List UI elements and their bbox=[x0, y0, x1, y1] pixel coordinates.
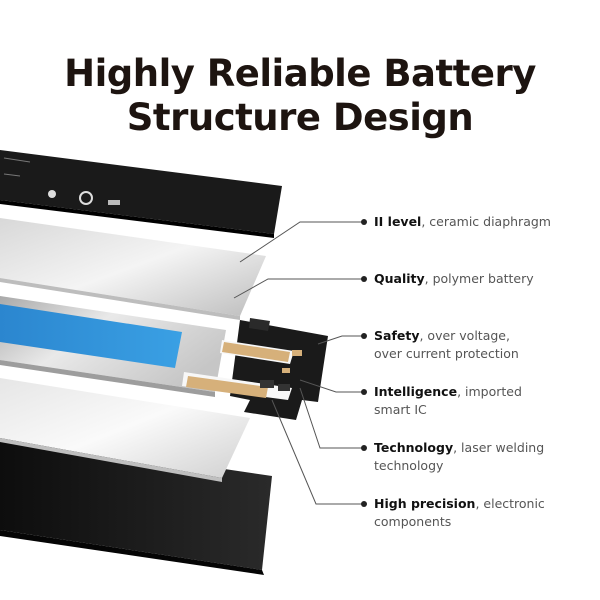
callout-text: , ceramic diaphragm bbox=[421, 214, 551, 229]
callout-polymer-battery: Quality, polymer battery bbox=[374, 270, 534, 288]
bullet-icon bbox=[361, 445, 367, 451]
callout-text: , laser welding bbox=[453, 440, 545, 455]
bullet-icon bbox=[361, 389, 367, 395]
headline-line-1: Highly Reliable Battery bbox=[64, 52, 536, 95]
callout-key: Technology bbox=[374, 440, 454, 455]
callout-technology: Technology, laser welding technology bbox=[374, 439, 544, 475]
callout-text-line2: technology bbox=[374, 458, 444, 473]
protection-circuit-board bbox=[182, 318, 328, 420]
callout-text: , over voltage, bbox=[419, 328, 510, 343]
callout-text-line2: components bbox=[374, 514, 452, 529]
callout-high-precision: High precision, electronic components bbox=[374, 495, 545, 531]
top-label-layer bbox=[0, 150, 282, 238]
recycle-icon bbox=[48, 190, 56, 198]
callout-text-line2: smart IC bbox=[374, 402, 427, 417]
bullet-icon bbox=[361, 219, 367, 225]
callout-key: Quality bbox=[374, 271, 425, 286]
gold-tab-lower-icon bbox=[186, 376, 268, 398]
callout-key: High precision bbox=[374, 496, 476, 511]
battery-cell-layer bbox=[0, 296, 226, 397]
callout-bullets bbox=[361, 219, 367, 507]
lower-silver-sheet bbox=[0, 378, 250, 482]
callout-ceramic-diaphragm: II level, ceramic diaphragm bbox=[374, 213, 551, 231]
headline-line-2: Structure Design bbox=[126, 96, 474, 139]
leader-lines bbox=[233, 221, 362, 505]
callout-safety: Safety, over voltage, over current prote… bbox=[374, 327, 519, 363]
certification-icon bbox=[79, 191, 93, 205]
bullet-icon bbox=[361, 276, 367, 282]
label-mark-icon bbox=[108, 200, 120, 205]
callout-intelligence: Intelligence, imported smart IC bbox=[374, 383, 522, 419]
callout-text: , electronic bbox=[475, 496, 545, 511]
callout-key: Intelligence bbox=[374, 384, 458, 399]
blue-cell-icon bbox=[0, 304, 182, 368]
callout-text: , imported bbox=[457, 384, 522, 399]
callout-text: , polymer battery bbox=[424, 271, 534, 286]
callout-key: II level bbox=[374, 214, 422, 229]
callout-text-line2: over current protection bbox=[374, 346, 519, 361]
bullet-icon bbox=[361, 333, 367, 339]
callout-key: Safety bbox=[374, 328, 420, 343]
gold-tab-upper-icon bbox=[222, 342, 290, 362]
bullet-icon bbox=[361, 501, 367, 507]
middle-silver-sheet bbox=[0, 218, 266, 320]
